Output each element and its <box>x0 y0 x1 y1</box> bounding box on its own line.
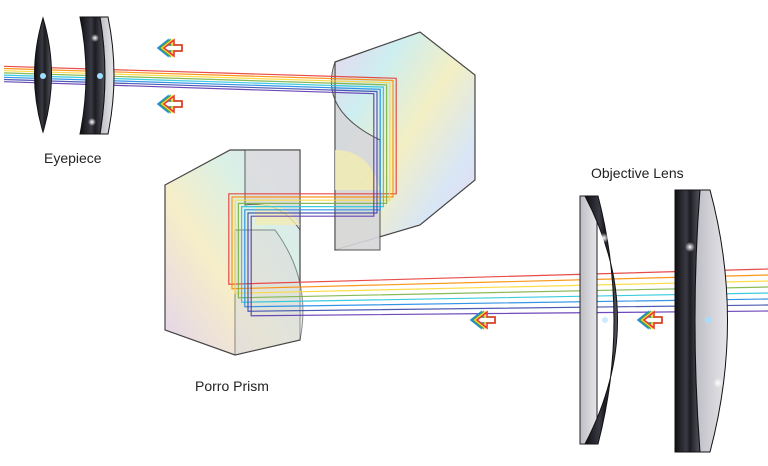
objective-lens-rear-glass <box>694 189 728 453</box>
light-beam-bundle <box>3 65 768 317</box>
porro-prism-lower <box>164 149 304 356</box>
eyepiece-lens-group <box>34 16 115 135</box>
direction-arrow-icon <box>156 38 183 58</box>
eyepiece-lens-3 <box>99 16 115 135</box>
direction-arrow-icon <box>636 310 663 330</box>
lens-sparkle-icon <box>685 242 695 252</box>
light-ray <box>3 78 768 312</box>
porro-prism-upper <box>330 31 476 251</box>
direction-arrows <box>156 38 663 330</box>
porro-prism-label: Porro Prism <box>195 378 269 394</box>
lens-sparkle-icon <box>713 378 723 388</box>
direction-arrow-icon <box>469 310 496 330</box>
direction-arrow-icon <box>156 94 183 114</box>
eyepiece-label: Eyepiece <box>44 150 102 166</box>
objective-lens-group <box>579 189 728 453</box>
light-ray <box>3 76 768 308</box>
lens-sparkle-icon <box>599 233 609 243</box>
light-ray <box>3 70 768 294</box>
lens-sparkle-icon <box>91 34 99 42</box>
light-ray <box>3 65 768 285</box>
light-ray <box>3 67 768 290</box>
light-ray <box>3 72 768 299</box>
lens-sparkle-icon <box>606 414 614 422</box>
lens-sparkle-icon <box>88 118 96 126</box>
objective-lens-front <box>584 195 618 445</box>
objective-lens-front-glass <box>579 195 598 445</box>
light-ray <box>3 74 768 303</box>
light-ray <box>3 81 768 317</box>
objective-lens-label: Objective Lens <box>591 165 684 181</box>
